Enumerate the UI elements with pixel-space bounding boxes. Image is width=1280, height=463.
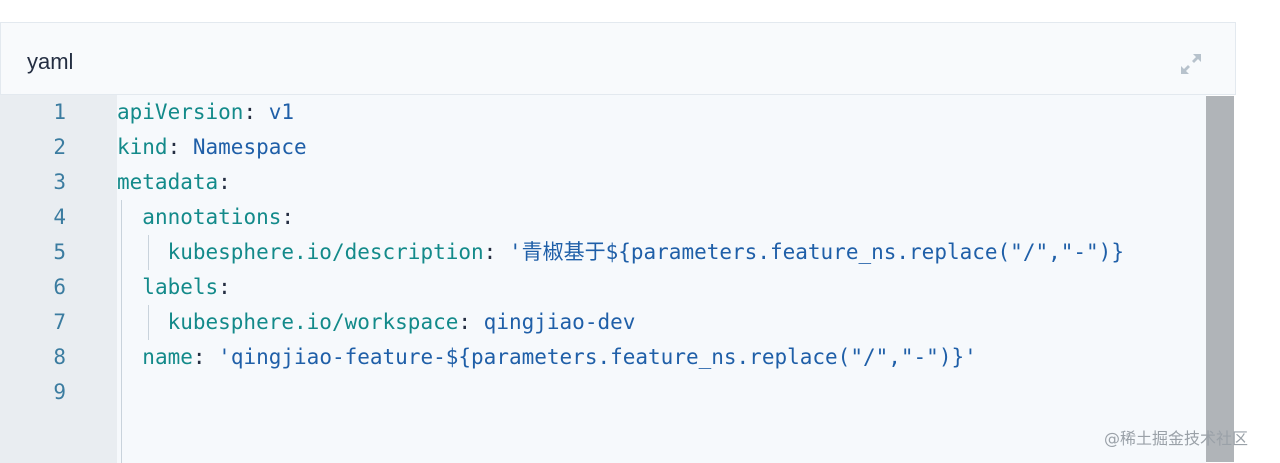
indent [117, 205, 142, 229]
expand-arrows-icon[interactable] [1177, 50, 1205, 78]
code-line: labels: [117, 270, 231, 305]
line-number: 9 [53, 380, 66, 404]
yaml-separator: : [218, 275, 231, 299]
indent-guide [121, 200, 122, 463]
yaml-separator: : [281, 205, 295, 229]
yaml-key: apiVersion [117, 100, 244, 124]
line-number-gutter: 1 2 3 4 5 6 7 8 9 [0, 95, 117, 463]
panel-header: yaml [1, 23, 1235, 95]
yaml-value: v1 [268, 100, 295, 124]
code-line: metadata: [117, 165, 231, 200]
panel-title: yaml [27, 49, 74, 74]
yaml-separator: : [243, 100, 269, 124]
indent-guide [148, 305, 149, 340]
line-number: 4 [53, 205, 66, 229]
line-number: 1 [53, 100, 66, 124]
yaml-separator: : [483, 240, 509, 264]
yaml-value: 'qingjiao-feature-${parameters.feature_n… [218, 345, 977, 369]
line-number: 5 [53, 240, 66, 264]
line-number: 8 [53, 345, 66, 369]
watermark: @稀土掘金技术社区 [1104, 429, 1249, 448]
line-number: 7 [53, 310, 66, 334]
line-number: 3 [53, 170, 66, 194]
code-line: apiVersion: v1 [117, 95, 294, 130]
indent [117, 275, 142, 299]
scrollbar-thumb[interactable] [1206, 96, 1234, 462]
yaml-key: annotations [142, 205, 282, 229]
line-number: 6 [53, 275, 66, 299]
indent [117, 310, 168, 334]
yaml-key: kubesphere.io/workspace [167, 310, 459, 334]
indent-guide [148, 235, 149, 270]
yaml-key: metadata [117, 170, 219, 194]
yaml-separator: : [458, 310, 484, 334]
yaml-separator: : [192, 345, 219, 369]
code-line: annotations: [117, 200, 294, 235]
yaml-key: kind [117, 135, 168, 159]
yaml-value: qingjiao-dev [483, 310, 636, 334]
yaml-separator: : [218, 170, 231, 194]
yaml-key: labels [142, 275, 219, 299]
code-line: name: 'qingjiao-feature-${parameters.fea… [117, 340, 977, 375]
yaml-separator: : [167, 135, 193, 159]
line-number: 2 [53, 135, 66, 159]
yaml-key: name [142, 345, 193, 369]
yaml-value: Namespace [192, 135, 307, 159]
code-line: kubesphere.io/description: '青椒基于${parame… [117, 235, 1124, 270]
code-line: kubesphere.io/workspace: qingjiao-dev [117, 305, 636, 340]
indent [117, 240, 168, 264]
yaml-key: kubesphere.io/description [167, 240, 484, 264]
indent [117, 345, 142, 369]
yaml-value: '青椒基于${parameters.feature_ns.replace("/"… [508, 240, 1124, 264]
code-line: kind: Namespace [117, 130, 307, 165]
